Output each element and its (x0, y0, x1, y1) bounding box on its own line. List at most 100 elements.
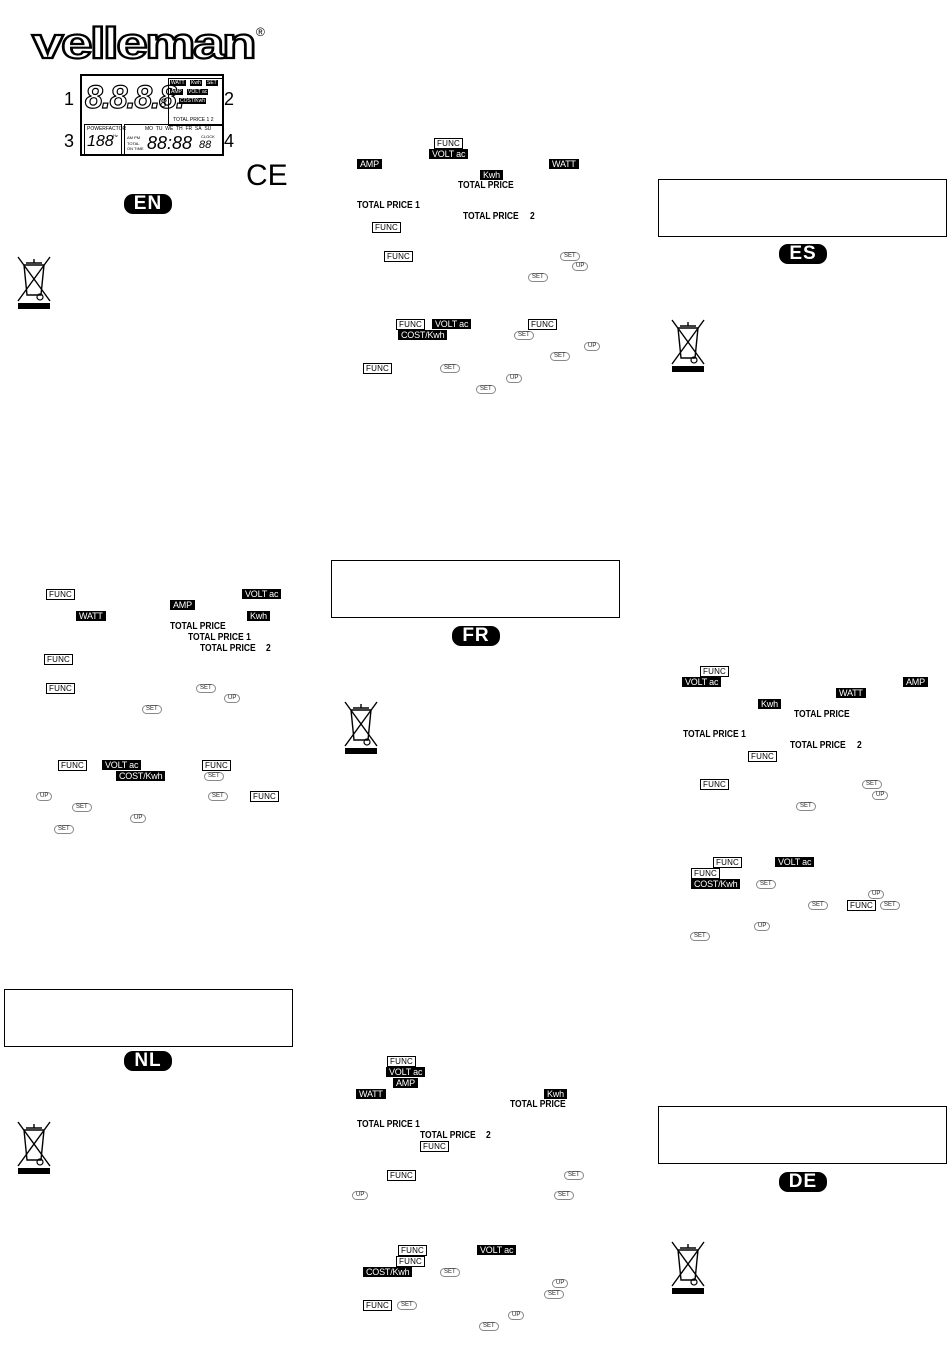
func-label: FUNC (363, 363, 393, 374)
up-label: UP (224, 694, 241, 703)
total-price-text: TOTAL PRICE (790, 740, 846, 751)
two-text: 2 (266, 643, 271, 654)
set-label: SET (440, 364, 460, 373)
logo-text: velleman (32, 22, 254, 66)
set-label: SET (514, 331, 534, 340)
kwh-label: Kwh (544, 1089, 567, 1099)
notice-frame (4, 989, 293, 1047)
set-label: SET (808, 901, 828, 910)
watt-label: WATT (76, 611, 106, 621)
volt-ac-label: VOLT ac (102, 760, 142, 770)
callout-3: 3 (64, 131, 75, 151)
lcd-panel: 8.8.8.8. 8 WATT Kwh SET AMP VOLT ac COST… (80, 74, 224, 156)
set-label: SET (204, 772, 224, 781)
func-label: FUNC (396, 1256, 426, 1267)
volt-ac-label: VOLT ac (477, 1245, 517, 1255)
volt-ac-label: VOLT ac (775, 857, 815, 867)
volt-ac-label: VOLT ac (429, 149, 469, 159)
lcd-small-digit: 8 (160, 96, 167, 110)
set-label: SET (564, 1171, 584, 1180)
up-label: UP (508, 1311, 525, 1320)
lang-badge-de: DE (779, 1172, 827, 1192)
hz-label: Hz (113, 133, 118, 138)
weee-bin-icon (17, 256, 51, 309)
func-label: FUNC (398, 1245, 428, 1256)
weee-bin-icon (671, 319, 705, 372)
up-label: UP (754, 922, 771, 931)
day-th: TH (175, 126, 183, 132)
two-text: 2 (857, 740, 862, 751)
set-label: SET (440, 1268, 460, 1277)
func-label: FUNC (363, 1300, 393, 1311)
total-price-text: TOTAL PRICE (794, 709, 850, 720)
up-label: UP (552, 1279, 569, 1288)
day-su: SU (204, 126, 212, 132)
func-label: FUNC (847, 900, 877, 911)
set-label: SET (142, 705, 162, 714)
func-label: FUNC (396, 319, 426, 330)
ind-volt-ac: VOLT ac (187, 89, 209, 95)
lcd-clock-box: MO TU WE TH FR SA SU AM PM TOTAL ON TIME… (124, 124, 224, 156)
ind-set: SET (206, 80, 218, 86)
func-label: FUNC (384, 251, 414, 262)
day-tu: TU (155, 126, 163, 132)
set-label: SET (528, 273, 548, 282)
kwh-label: Kwh (480, 170, 503, 180)
ind-kwh: Kwh (190, 80, 202, 86)
ind-watt: WATT (170, 80, 186, 86)
total-price-text: TOTAL PRICE (510, 1099, 566, 1110)
set-label: SET (756, 880, 776, 889)
func-label: FUNC (700, 779, 730, 790)
watt-label: WATT (549, 159, 579, 169)
kwh-label: Kwh (758, 699, 781, 709)
lcd-powerfactor-box: POWERFACTOR 188 Hz (84, 124, 126, 156)
lang-badge-fr: FR (452, 626, 500, 646)
lcd-diagram: 1 2 3 4 8.8.8.8. 8 WATT Kwh SET AMP VOLT… (64, 72, 244, 162)
notice-frame (331, 560, 620, 618)
total-price-1-text: TOTAL PRICE 1 (357, 200, 420, 211)
amp-label: AMP (170, 600, 195, 610)
kwh-label: Kwh (247, 611, 270, 621)
day-fr: FR (185, 126, 193, 132)
ind-amp: AMP (170, 89, 183, 95)
lang-badge-en: EN (124, 194, 172, 214)
total-price-text: TOTAL PRICE (463, 211, 519, 222)
ind-cost-kwh: COST/Kwh (179, 98, 207, 104)
set-label: SET (54, 825, 74, 834)
lang-badge-nl: NL (124, 1051, 172, 1071)
clock-label: CLOCK (201, 134, 215, 139)
amp-label: AMP (357, 159, 382, 169)
total-price-1-text: TOTAL PRICE 1 (683, 729, 746, 740)
velleman-logo: velleman ® (31, 22, 265, 66)
amp-label: AMP (393, 1078, 418, 1088)
cost-kwh-label: COST/Kwh (691, 879, 741, 889)
func-label: FUNC (713, 857, 743, 868)
cost-kwh-label: COST/Kwh (398, 330, 448, 340)
total-price-text: TOTAL PRICE (170, 621, 226, 632)
callout-2: 2 (224, 89, 235, 109)
ind-total-price: TOTAL PRICE 1 2 (173, 117, 214, 123)
func-label: FUNC (748, 751, 778, 762)
weee-bin-icon (344, 701, 378, 754)
func-label: FUNC (387, 1056, 417, 1067)
set-label: SET (554, 1191, 574, 1200)
set-label: SET (880, 901, 900, 910)
cost-kwh-label: COST/Kwh (363, 1267, 413, 1277)
set-label: SET (476, 385, 496, 394)
set-label: SET (544, 1290, 564, 1299)
set-label: SET (196, 684, 216, 693)
lcd-indicator-box: WATT Kwh SET AMP VOLT ac COST/Kwh TOTAL … (168, 78, 224, 126)
func-label: FUNC (44, 654, 74, 665)
up-label: UP (872, 791, 889, 800)
amp-label: AMP (903, 677, 928, 687)
weee-bin-icon (17, 1121, 51, 1174)
func-label: FUNC (420, 1141, 450, 1152)
clock-small-digits: 88 (199, 139, 212, 151)
func-label: FUNC (691, 868, 721, 879)
up-label: UP (584, 342, 601, 351)
set-label: SET (690, 932, 710, 941)
lang-badge-es: ES (779, 244, 827, 264)
weekday-row: MO TU WE TH FR SA SU (145, 126, 211, 132)
up-label: UP (506, 374, 523, 383)
ce-mark: CE (246, 159, 288, 192)
